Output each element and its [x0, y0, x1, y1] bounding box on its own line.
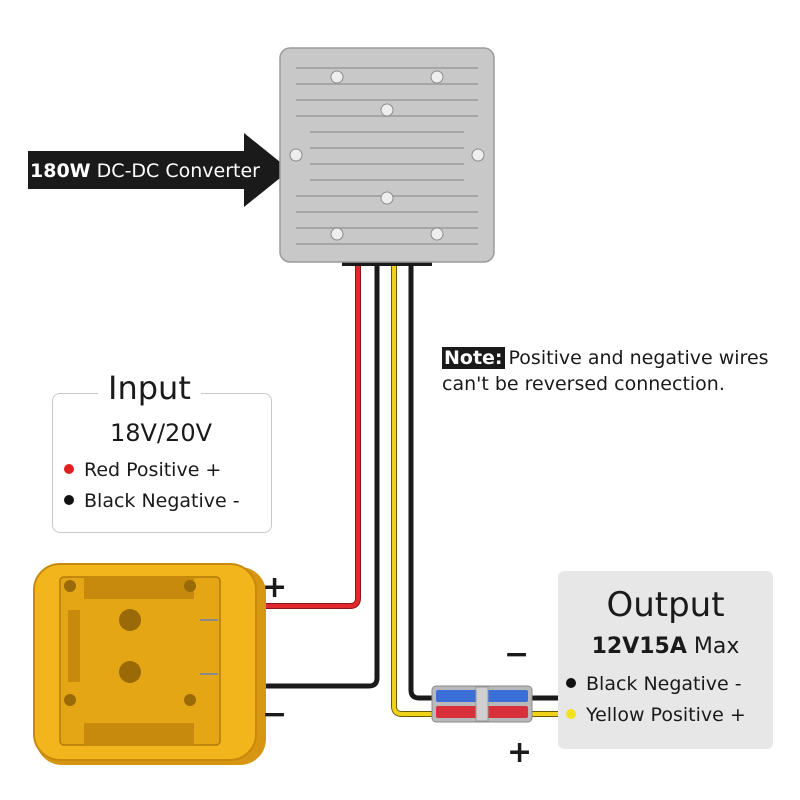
output-legend-black: Black Negative -	[566, 672, 742, 696]
black-dot-icon	[566, 677, 576, 688]
converter-module	[279, 47, 495, 266]
input-minus-sign: −	[262, 697, 288, 732]
black-dot-icon	[64, 494, 74, 505]
black-wire-output	[408, 259, 441, 701]
converter-name: DC-DC Converter	[96, 160, 260, 182]
black-wire-input	[255, 259, 380, 689]
input-plus-sign: +	[262, 570, 288, 605]
red-wire	[255, 259, 361, 609]
note-tag: Note:	[442, 347, 505, 369]
output-legend-yellow: Yellow Positive +	[566, 703, 746, 727]
yellow-dot-icon	[566, 708, 576, 719]
output-minus-sign: −	[504, 637, 530, 672]
output-plus-sign: +	[507, 735, 533, 770]
input-legend-red: Red Positive +	[64, 458, 221, 482]
note: Note:Positive and negative wires can't b…	[442, 345, 769, 397]
converter-arrow	[28, 133, 290, 207]
output-rating-value: 12V15A	[591, 634, 687, 659]
output-title: Output	[606, 585, 725, 625]
wires	[255, 259, 563, 717]
input-legend-red-label: Red Positive +	[84, 459, 222, 481]
note-line1: Positive and negative wires	[508, 347, 769, 369]
input-legend-black: Black Negative -	[64, 489, 240, 513]
battery-adapter	[33, 563, 266, 765]
note-line2: can't be reversed connection.	[442, 373, 725, 395]
input-voltage: 18V/20V	[110, 419, 212, 447]
output-panel	[558, 571, 773, 749]
yellow-wire	[391, 259, 441, 717]
output-legend-black-label: Black Negative -	[586, 673, 742, 695]
input-title: Input	[98, 368, 201, 408]
red-dot-icon	[64, 463, 74, 474]
output-legend-yellow-label: Yellow Positive +	[586, 704, 746, 726]
converter-power: 180W	[30, 160, 91, 182]
converter-label: 180W DC-DC Converter	[30, 156, 260, 186]
input-legend-black-label: Black Negative -	[84, 490, 240, 512]
output-rating-suffix: Max	[693, 634, 740, 659]
lever-connector	[431, 685, 533, 723]
output-rating: 12V15A Max	[558, 632, 773, 662]
